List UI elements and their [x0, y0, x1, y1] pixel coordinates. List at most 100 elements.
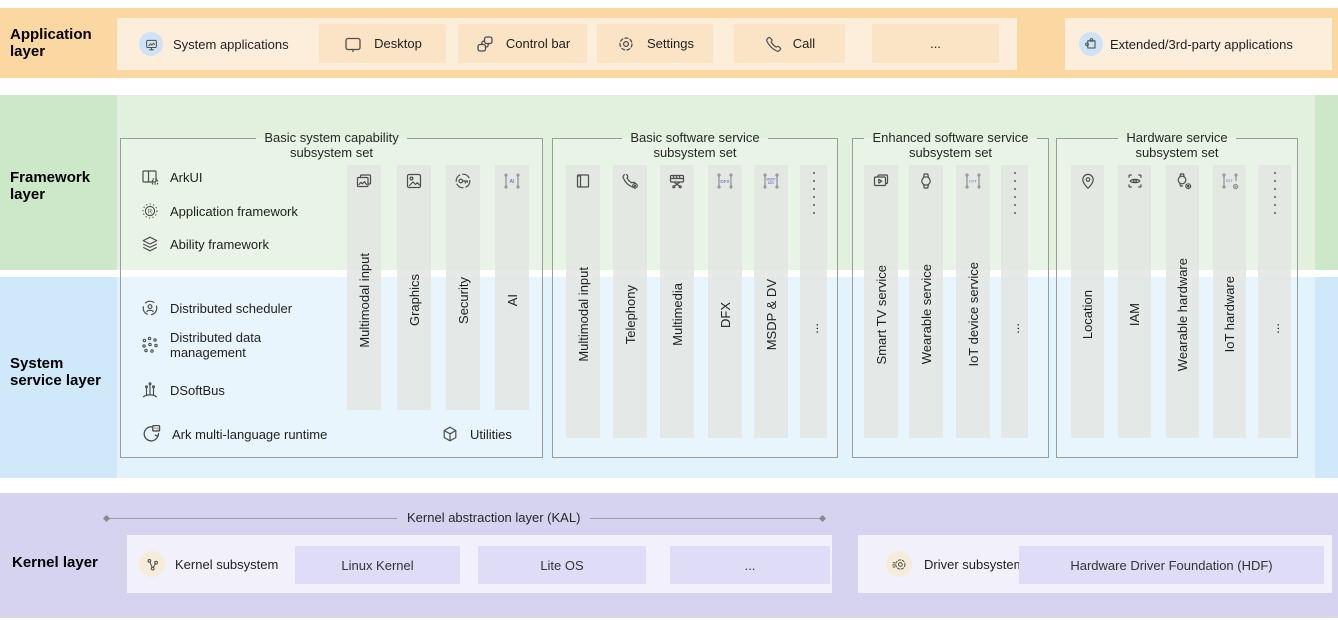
bar-label: Multimodal input [575, 267, 591, 362]
kernel-layer-label: Kernel layer [12, 554, 98, 571]
more-ellipsis: ... [1007, 322, 1022, 334]
framework-item-label: Ability framework [170, 236, 269, 252]
group-title-row: Enhanced software service subsystem set [852, 130, 1049, 160]
group-title-row: Hardware service subsystem set [1056, 130, 1298, 160]
system-item-ark-runtime: Aa Ark multi-language runtime [140, 422, 327, 446]
control-bar-icon [475, 34, 495, 54]
iot-brackets-icon: IOT [963, 171, 983, 191]
group-title-row: Basic system capability subsystem set [120, 130, 544, 160]
framework-item-label: Application framework [170, 203, 298, 219]
app-item-label: Desktop [374, 36, 422, 51]
utilities-icon [440, 424, 460, 444]
distributed-scheduler-icon [140, 298, 160, 318]
framework-item-arkui: ArkUI [140, 165, 203, 189]
subsystem-bar-more: ... [1001, 165, 1028, 438]
security-key-icon [453, 171, 473, 191]
subsystem-set-hardware-service: Hardware service subsystem set Location [1056, 130, 1298, 458]
app-item-label: Settings [647, 36, 694, 51]
subsystem-bar-security: Security [446, 165, 480, 410]
subsystem-bar-dfx: DFX DFX [708, 165, 742, 438]
subsystem-bar-telephony: Telephony [613, 165, 647, 438]
system-item-distributed-scheduler: Distributed scheduler [140, 296, 292, 320]
app-item-label: System applications [173, 36, 289, 52]
kernel-subsystem-label: Kernel subsystem [175, 557, 279, 572]
application-layer-label: Application layer [10, 26, 92, 60]
eye-scan-icon [1125, 171, 1145, 191]
kal-label: Kernel abstraction layer (KAL) [407, 510, 581, 525]
system-item-dsoftbus: DSoftBus [140, 378, 225, 402]
bar-label: DFX [717, 301, 733, 328]
system-item-label: Distributed scheduler [170, 300, 293, 316]
desktop-icon [343, 34, 363, 54]
system-item-distributed-data-management: Distributed data management [140, 330, 261, 360]
framework-item-label: ArkUI [170, 169, 203, 185]
subsystem-bar-msdp-dv: MSDP &DV MSDP & DV [754, 165, 788, 438]
application-apps-panel: System applications Desktop Control bar [117, 18, 1017, 70]
app-item-label: Call [792, 36, 816, 51]
system-item-label: Ark multi-language runtime [172, 426, 328, 442]
subsystem-bar-iam: IAM [1118, 165, 1151, 438]
smart-tv-icon [871, 171, 891, 191]
svg-text:IOT: IOT [969, 179, 977, 184]
bar-label: Telephony [622, 284, 638, 345]
subsystem-bar-smart-tv-service: Smart TV service [864, 165, 898, 438]
kernel-chip-liteos: Lite OS [478, 546, 646, 584]
svg-text:Aa: Aa [154, 426, 160, 431]
subsystem-bar-iot-device-service: IOT IoT device service [956, 165, 990, 438]
msdp-dv-brackets-icon: MSDP &DV [761, 171, 781, 191]
location-pin-icon [1078, 171, 1098, 191]
dsoftbus-icon [140, 380, 160, 400]
subsystem-bar-iot-hardware: IOT IoT hardware [1213, 165, 1246, 438]
group-title: Basic system capability subsystem set [264, 130, 399, 160]
subsystem-bar-multimodal-input: Multimodal input [566, 165, 600, 438]
bar-label: Wearable service [918, 264, 934, 365]
bar-label: IoT device service [965, 262, 981, 367]
puzzle-icon [1079, 32, 1103, 56]
svg-text:IOT: IOT [1225, 179, 1233, 183]
subsystem-bar-more: ... [800, 165, 827, 438]
subsystem-bar-wearable-hardware: Wearable hardware [1166, 165, 1199, 438]
subsystem-set-basic-software-service: Basic software service subsystem set Mul… [552, 130, 839, 458]
driver-subsystem-label: Driver subsystem [924, 557, 1025, 572]
kernel-subsystem-box: Kernel subsystem Linux Kernel Lite OS ..… [127, 535, 832, 593]
bar-label: Multimedia [669, 283, 685, 346]
bar-label: IoT hardware [1222, 276, 1237, 353]
app-item-settings: Settings [597, 24, 713, 63]
subsystem-bar-wearable-service: Wearable service [909, 165, 943, 438]
framework-layer-label: Framework layer [10, 169, 91, 203]
group-title: Basic software service subsystem set [630, 130, 760, 160]
extended-apps-box: Extended/3rd-party applications [1065, 18, 1332, 70]
framework-item-application-framework: R Application framework [140, 199, 298, 223]
graphics-icon [404, 171, 424, 191]
phone-icon [764, 35, 782, 53]
input-panel-icon [573, 171, 593, 191]
app-item-desktop: Desktop [319, 24, 446, 63]
subsystem-bar-multimedia: Multimedia [660, 165, 694, 438]
subsystem-bar-location: Location [1071, 165, 1104, 438]
svg-text:R: R [148, 209, 153, 215]
bar-label: Wearable hardware [1175, 257, 1190, 372]
framework-item-ability-framework: Ability framework [140, 232, 269, 256]
bar-label: Multimodal input [356, 253, 372, 348]
bar-label: AI [504, 294, 520, 307]
driver-gear-icon [886, 551, 912, 577]
system-item-label: Utilities [470, 426, 512, 442]
group-title: Enhanced software service subsystem set [872, 130, 1029, 160]
subsystem-bar-more: ... [1258, 165, 1291, 438]
system-item-label: DSoftBus [170, 382, 225, 398]
arrow-end-left-icon [102, 514, 111, 523]
subsystem-bar-ai: AI AI [495, 165, 529, 410]
app-item-system-applications: System applications [139, 18, 289, 70]
app-item-label: Control bar [505, 36, 571, 51]
vertical-dots-icon [1013, 172, 1016, 218]
system-item-label: Distributed data management [170, 330, 262, 360]
distributed-data-icon [140, 335, 160, 355]
group-title: Hardware service subsystem set [1126, 130, 1228, 160]
group-title-row: Basic software service subsystem set [552, 130, 839, 160]
system-service-layer-label: System service layer [10, 355, 101, 389]
system-item-utilities: Utilities [440, 422, 512, 446]
gear-icon [616, 34, 636, 54]
driver-subsystem-box: Driver subsystem Hardware Driver Foundat… [858, 535, 1332, 593]
watch-icon [916, 171, 936, 191]
